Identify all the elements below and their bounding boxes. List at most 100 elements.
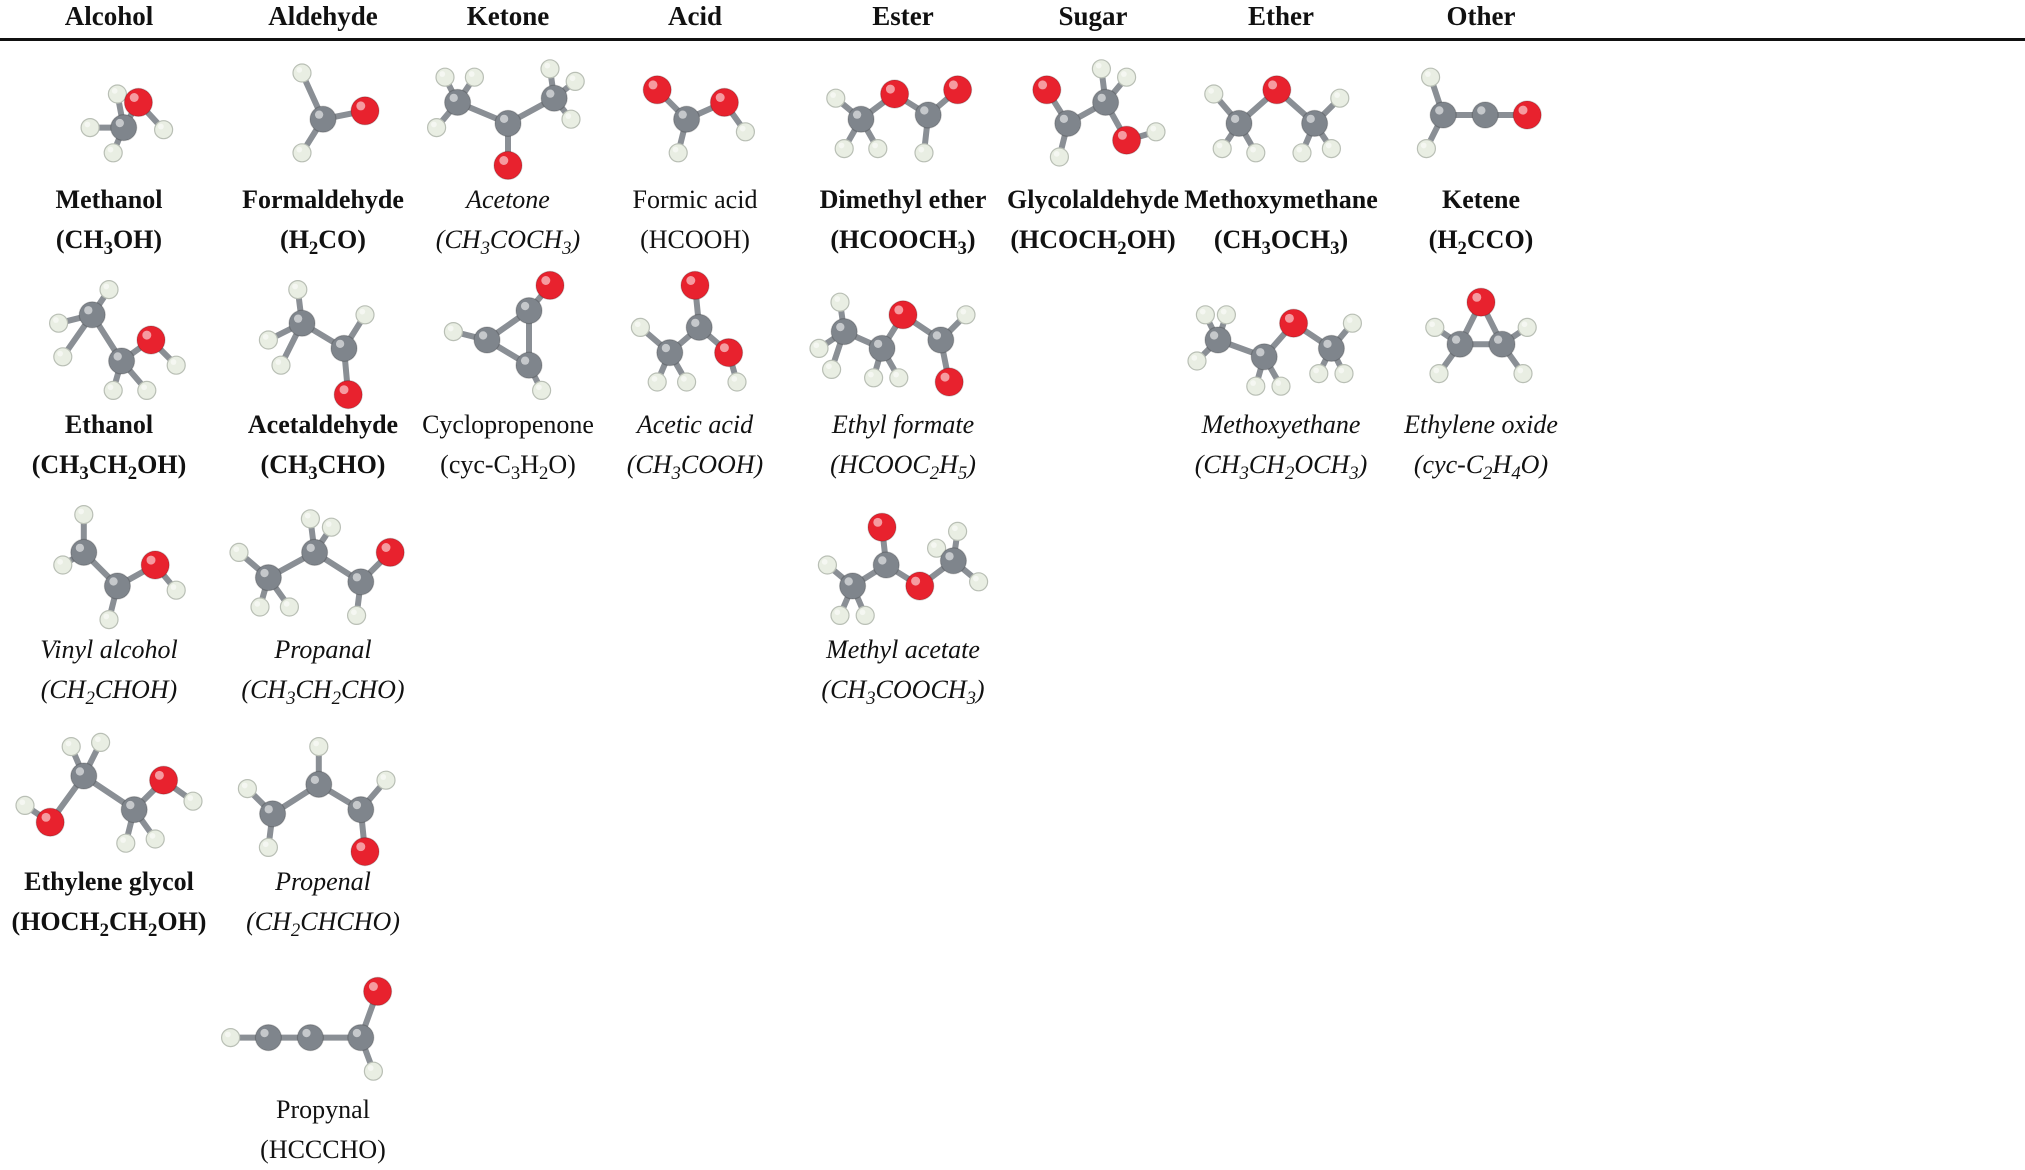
column-header-sugar: Sugar [1058,1,1128,31]
atom-highlight [520,301,530,311]
hydrogen-atom [271,355,291,375]
atom-highlight [120,837,126,843]
oxygen-atom [375,537,405,568]
atom-highlight [1306,114,1315,124]
atom-highlight [381,543,391,552]
atom-highlight [260,568,269,578]
atom-highlight [313,740,319,747]
formula-text: CO) [318,225,366,254]
atom-highlight [1425,71,1431,77]
atom-highlight [948,80,958,90]
formula-text: (CH [1194,450,1240,479]
carbon-atom [838,572,867,600]
formula-subscript: 2 [308,238,319,260]
oxygen-atom [1262,75,1292,105]
hydrogen-atom [868,138,888,159]
molecule-name: Ethanol [64,410,154,439]
molecule-model [1187,305,1362,396]
carbon-atom [443,88,472,117]
formula-text: (CH [246,907,291,936]
formula-subscript: 3 [562,238,572,260]
oxygen-atom [1112,125,1142,155]
hydrogen-atom [1117,67,1137,87]
formula-text: CHO) [341,675,405,704]
atom-highlight [356,842,366,852]
atom-highlight [356,101,366,111]
column-header-ether: Ether [1248,1,1314,31]
molecule-formula: (HCOOC2H5) [763,445,1043,485]
hydrogen-atom [435,67,455,87]
formula-subscript: 3 [286,688,296,710]
atom-highlight [973,575,979,582]
atom-highlight [352,1028,362,1038]
hydrogen-atom [969,572,989,592]
atom-highlight [541,276,551,285]
molecule-glycolaldehyde: Glycolaldehyde(HCOCH2OH) [953,50,1233,260]
atom-highlight [873,517,883,527]
atom-highlight [821,558,828,565]
hydrogen-atom [137,380,157,401]
carbon-atom [1092,88,1120,117]
molecule-formula: (CH3OCH3) [1141,220,1421,260]
formula-subscript: 3 [1261,238,1271,260]
atom-highlight [1230,114,1240,124]
atom-highlight [149,832,156,839]
carbon-atom [330,334,358,363]
hydrogen-atom [1216,305,1237,325]
molecule-formula: (CH3OH) [0,220,249,260]
atom-highlight [352,800,362,810]
carbon-atom [254,563,283,592]
atom-highlight [103,283,110,290]
molecule-ethylene-glycol: Ethylene glycol(HOCH2CH2OH) [0,732,249,942]
atom-highlight [940,372,950,382]
atom-highlight [1338,367,1345,374]
oxygen-atom [140,550,170,580]
atom-highlight [260,1028,269,1038]
molecule-methanol: Methanol(CH3OH) [0,50,249,260]
molecule-ethylene-oxide: Ethylene oxide(cyc-C2H4O) [1341,275,1621,485]
atom-highlight [447,325,454,332]
atom-highlight [352,573,362,582]
atom-highlight [1493,335,1503,344]
atom-highlight [873,339,883,349]
molecule-model [220,976,393,1081]
atom-highlight [844,577,853,586]
hydrogen-atom [863,368,884,388]
formula-subscript: 3 [510,463,521,485]
atom-highlight [499,156,509,165]
formula-text: (H [280,225,309,254]
formula-text: CH [109,907,148,936]
hydrogen-atom [1246,143,1266,163]
carbon-atom [296,1023,325,1052]
molecule-formaldehyde: Formaldehyde(H2CO) [183,50,463,260]
formula-subscript: 2 [127,463,138,485]
hydrogen-atom [288,280,308,300]
formula-text: (HCCCHO) [260,1135,386,1164]
molecule-model [292,63,380,163]
formula-text: (HCOCH [1010,225,1118,254]
oxygen-atom [867,512,897,542]
formula-text: ) [967,450,976,479]
formula-subscript: 3 [671,463,681,485]
molecule-ethyl-formate: Ethyl formate(HCOOC2H5) [763,275,1043,485]
atom-highlight [872,142,878,149]
atom-highlight [1256,348,1265,357]
carbon-atom [830,317,858,346]
hydrogen-atom [292,63,312,83]
atom-highlight [141,384,147,391]
formula-subscript: 2 [331,688,342,710]
atom-highlight [439,71,446,77]
hydrogen-atom [99,280,119,300]
carbon-atom [103,572,131,600]
atom-highlight [241,782,248,789]
hydrogen-atom [99,609,119,630]
molecule-dimethyl-ether: Dimethyl ether(HCOOCH3) [763,50,1043,260]
molecule-name: Ketene [1442,185,1520,214]
formula-text: CH [88,450,128,479]
atom-highlight [834,609,841,616]
formula-subscript: 3 [866,688,876,710]
formula-subscript: 3 [1349,463,1359,485]
atom-highlight [170,359,177,365]
molecule-name: Acetone [466,185,550,214]
carbon-atom [1204,326,1232,354]
